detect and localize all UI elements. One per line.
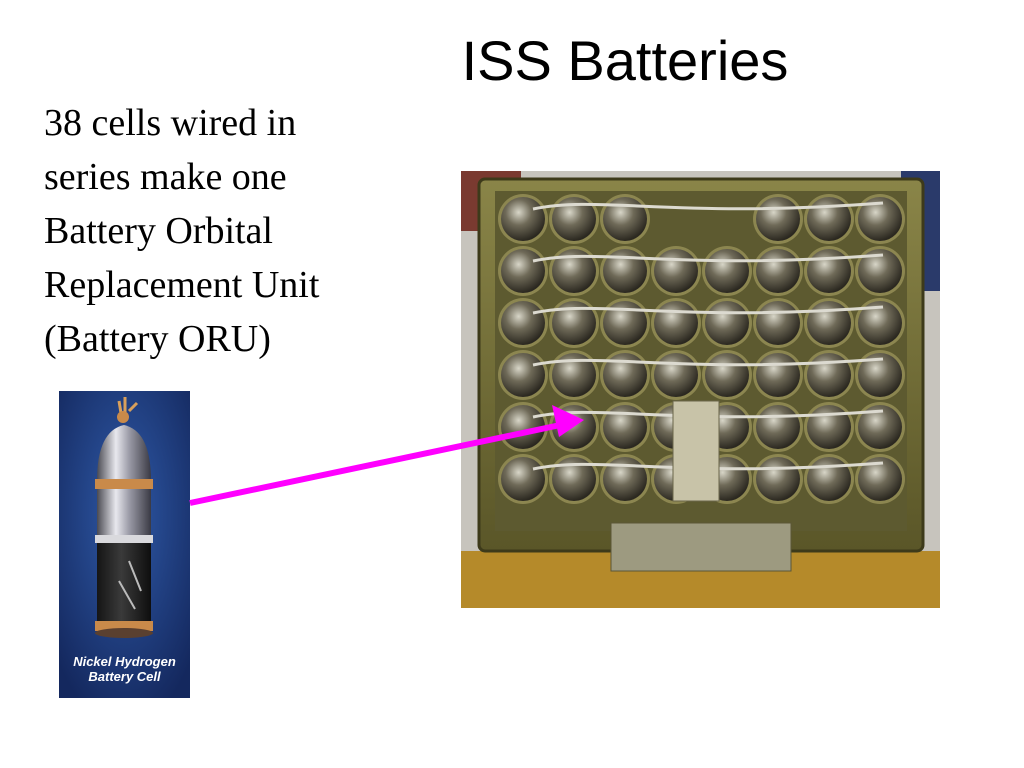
oru-cell [858, 405, 902, 449]
oru-wire-strap [532, 357, 884, 367]
oru-cell [501, 353, 545, 397]
cell-caption-line: Nickel Hydrogen [73, 654, 176, 669]
oru-cell [552, 353, 596, 397]
oru-cell [501, 457, 545, 501]
oru-cell [501, 197, 545, 241]
oru-cell [705, 249, 749, 293]
oru-wire-strap [532, 201, 884, 211]
body-line: Replacement Unit [44, 264, 320, 306]
oru-cell [705, 301, 749, 345]
oru-cell [807, 249, 851, 293]
oru-cell [807, 301, 851, 345]
oru-cell [603, 249, 647, 293]
body-line: series make one [44, 156, 287, 198]
oru-cell [603, 457, 647, 501]
cell-caption-line: Battery Cell [88, 669, 161, 684]
oru-cell [501, 301, 545, 345]
cell-caption: Nickel Hydrogen Battery Cell [59, 654, 190, 684]
oru-cell [807, 405, 851, 449]
oru-cell [756, 301, 800, 345]
oru-wire-strap [532, 253, 884, 263]
oru-cell [807, 197, 851, 241]
oru-cell [552, 197, 596, 241]
battery-cell-image [59, 391, 190, 698]
body-line: Battery Orbital [44, 210, 273, 252]
oru-cell [552, 301, 596, 345]
oru-cell [858, 249, 902, 293]
oru-cell [756, 249, 800, 293]
slide-title: ISS Batteries [461, 29, 789, 92]
oru-cell [603, 301, 647, 345]
oru-cell [756, 197, 800, 241]
body-line: (Battery ORU) [44, 318, 271, 360]
oru-cell [858, 197, 902, 241]
oru-cell [603, 197, 647, 241]
oru-cell [654, 301, 698, 345]
oru-cell [858, 457, 902, 501]
oru-cell [807, 353, 851, 397]
oru-cell [756, 457, 800, 501]
oru-cell [807, 457, 851, 501]
oru-cell [756, 405, 800, 449]
oru-cell [603, 405, 647, 449]
oru-cell [654, 353, 698, 397]
oru-cell [705, 353, 749, 397]
oru-cell [858, 353, 902, 397]
oru-cell [501, 249, 545, 293]
oru-cell [654, 249, 698, 293]
oru-cell [858, 301, 902, 345]
oru-cell [603, 353, 647, 397]
oru-cell [501, 405, 545, 449]
oru-cell [552, 249, 596, 293]
body-line: 38 cells wired in [44, 102, 297, 144]
battery-oru-image [461, 171, 940, 608]
oru-wire-strap [532, 305, 884, 315]
body-text: 38 cells wired in series make one Batter… [44, 96, 404, 366]
oru-cell [756, 353, 800, 397]
